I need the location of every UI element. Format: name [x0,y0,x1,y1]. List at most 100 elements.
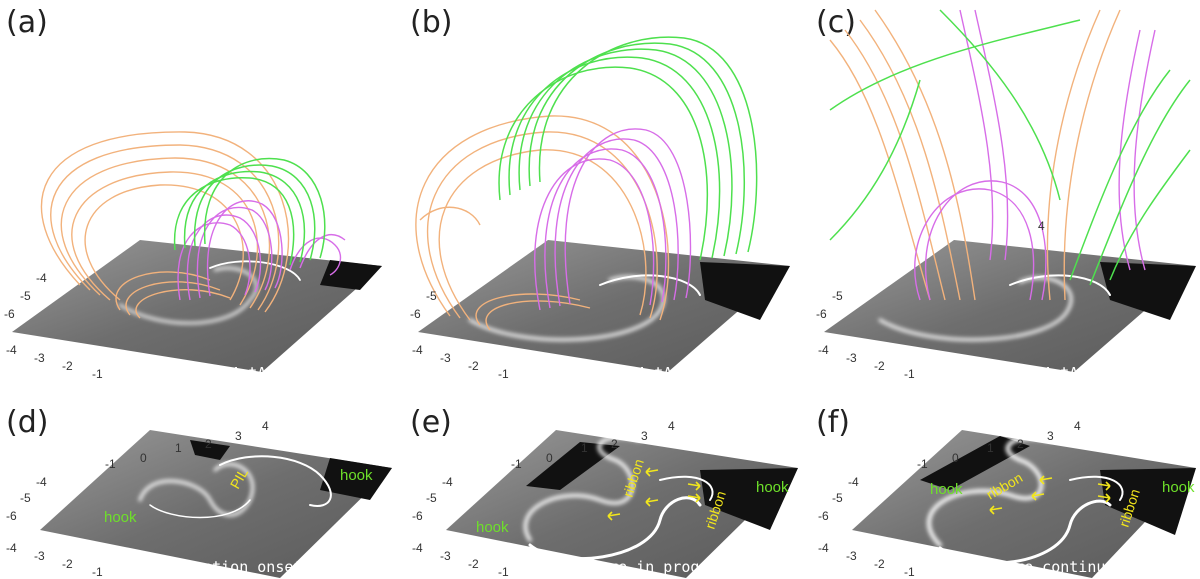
svg-text:-1: -1 [917,457,928,471]
panel-e: (e) -1 0 1 2 3 4 -6 -5 -4 [410,405,798,579]
axis-ticks-front-c: -4 -3 -2 -1 [818,343,915,381]
svg-text:-6: -6 [412,509,423,523]
svg-text:-4: -4 [6,541,17,555]
annotation-hook-right-d: hook [340,467,373,484]
svg-text:-1: -1 [92,367,103,381]
svg-text:-2: -2 [468,557,479,571]
svg-text:-1: -1 [105,457,116,471]
axis-ticks-front-a: -4 -3 -2 -1 [6,343,103,381]
svg-text:4: 4 [1074,419,1081,433]
svg-text:3: 3 [1047,429,1054,443]
axis-ticks-front-b: -4 -3 -2 -1 [412,343,509,381]
svg-text:-4: -4 [36,475,47,489]
field-lines-c [829,9,1191,301]
svg-text:1: 1 [581,441,588,455]
axis-ticks-left-b: -6 -5 [410,289,437,321]
svg-text:-1: -1 [498,565,509,579]
svg-text:-3: -3 [846,549,857,563]
solar-surface-plate-d [40,430,392,578]
panel-caption-e: flare in progress [582,558,736,576]
solar-surface-plate-f [852,430,1196,578]
svg-text:1: 1 [987,441,994,455]
svg-text:2: 2 [1017,437,1024,451]
svg-text:-6: -6 [410,307,421,321]
svg-text:-4: -4 [6,343,17,357]
svg-text:-3: -3 [440,549,451,563]
svg-text:4: 4 [262,419,269,433]
svg-text:-1: -1 [904,565,915,579]
svg-text:-4: -4 [412,541,423,555]
svg-text:-2: -2 [468,359,479,373]
axis-ticks-back-f: -1 0 1 2 3 4 [917,419,1081,471]
svg-text:0: 0 [546,451,553,465]
solar-surface-plate-c [824,240,1196,372]
svg-text:4: 4 [668,419,675,433]
svg-text:-1: -1 [498,367,509,381]
svg-text:-4: -4 [818,343,829,357]
svg-text:-5: -5 [832,289,843,303]
axis-top-marker-c: 4 [1038,219,1045,233]
svg-text:-4: -4 [848,475,859,489]
axis-ticks-back-d: -1 0 1 2 3 4 [105,419,269,471]
panel-caption-b: t = 204 tA [582,364,672,382]
svg-text:-1: -1 [904,367,915,381]
svg-text:-4: -4 [442,475,453,489]
axis-ticks-front-d: -4 -3 -2 -1 [6,541,103,579]
svg-text:-1: -1 [511,457,522,471]
solar-surface-plate-a [12,240,382,372]
field-lines-a [40,131,346,319]
annotation-hook-right-f: hook [1162,479,1195,496]
axis-ticks-left-e: -6 -5 -4 [412,475,453,523]
svg-text:2: 2 [205,437,212,451]
svg-text:-3: -3 [34,351,45,365]
svg-text:-2: -2 [874,557,885,571]
svg-text:-5: -5 [20,491,31,505]
solar-surface-plate-b [418,240,790,372]
ribbon-arrows-e [607,467,701,521]
panel-label-f: (f) [816,405,850,440]
axis-ticks-left-d: -6 -5 -4 [6,475,47,523]
panel-a: (a) -6 -5 [4,5,382,382]
axis-ticks-left-a: -6 -5 -4 [4,271,47,321]
svg-text:-6: -6 [816,307,827,321]
svg-text:-4: -4 [36,271,47,285]
panel-label-b: (b) [410,5,452,40]
annotation-hook-left-e: hook [476,519,509,536]
panel-c: (c) 4 -6 [816,5,1196,382]
svg-text:3: 3 [235,429,242,443]
panel-label-a: (a) [6,5,48,40]
svg-text:-6: -6 [6,509,17,523]
panel-caption-d: eruption onset [176,558,302,576]
svg-text:3: 3 [641,429,648,443]
annotation-hook-left-d: hook [104,509,137,526]
svg-text:-3: -3 [440,351,451,365]
svg-text:-5: -5 [20,289,31,303]
svg-text:-2: -2 [62,557,73,571]
field-lines-b [415,36,758,331]
panel-label-c: (c) [816,5,856,40]
svg-text:-4: -4 [818,541,829,555]
axis-ticks-back-e: -1 0 1 2 3 4 [511,419,675,471]
panel-b: (b) -6 -5 -4 [410,5,790,382]
svg-text:-2: -2 [62,359,73,373]
panel-label-d: (d) [6,405,48,440]
panel-caption-c: t = 244 tA [988,364,1078,382]
svg-text:-3: -3 [34,549,45,563]
svg-text:-5: -5 [832,491,843,505]
svg-text:0: 0 [952,451,959,465]
axis-ticks-left-f: -6 -5 -4 [818,475,859,523]
panel-caption-f: flare continues [988,558,1123,576]
panel-f: (f) -1 0 1 2 3 4 -6 -5 -4 [816,405,1196,579]
panel-label-e: (e) [410,405,452,440]
svg-text:-4: -4 [412,343,423,357]
svg-text:-5: -5 [426,289,437,303]
axis-ticks-front-f: -4 -3 -2 -1 [818,541,915,579]
svg-text:-1: -1 [92,565,103,579]
svg-text:-6: -6 [818,509,829,523]
svg-text:1: 1 [175,441,182,455]
ribbon-arrows-f [989,475,1111,515]
svg-text:2: 2 [611,437,618,451]
svg-text:-5: -5 [426,491,437,505]
svg-text:0: 0 [140,451,147,465]
